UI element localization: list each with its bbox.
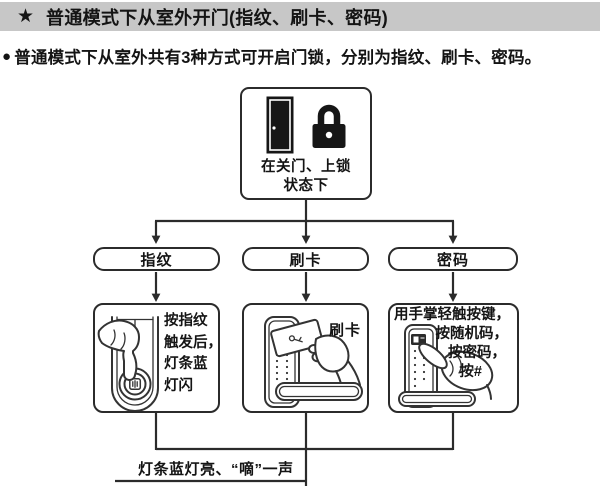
page-title: 普通模式下从室外开门(指纹、刷卡、密码): [46, 7, 389, 28]
branch-label-password: 密码: [388, 247, 518, 271]
caption-line: 灯条蓝: [164, 356, 208, 372]
result-text: 灯条蓝灯亮、“嘀”一声: [138, 461, 294, 478]
detail-node-password: 用手掌轻触按键， 按随机码， 按密码， 按#: [388, 303, 519, 413]
fingerprint-caption: 按指纹 触发后， 灯条蓝 灯闪: [164, 311, 222, 397]
caption-line: 按随机码，: [435, 326, 509, 342]
detail-node-fingerprint: 按指纹 触发后， 灯条蓝 灯闪: [93, 303, 222, 413]
section-title-bar: ★ 普通模式下从室外开门(指纹、刷卡、密码): [0, 2, 600, 31]
start-caption-line2: 状态下: [283, 178, 329, 194]
star-icon: ★: [17, 6, 35, 27]
intro-line: ● 普通模式下从室外共有3种方式可开启门锁，分别为指纹、刷卡、密码。: [2, 44, 598, 68]
detail-node-card: 刷卡: [242, 303, 369, 413]
caption-line: 按指纹: [164, 313, 208, 329]
keypad-touch-illustration: [398, 324, 494, 408]
padlock-icon: [312, 104, 346, 148]
door-icon: [266, 96, 294, 154]
card-swipe-illustration: [264, 316, 363, 408]
fingerprint-press-illustration: [97, 316, 159, 411]
card-caption: 刷卡: [329, 322, 362, 339]
start-caption-line1: 在关门、上锁: [261, 159, 351, 175]
intro-text: 普通模式下从室外共有3种方式可开启门锁，分别为指纹、刷卡、密码。: [14, 49, 542, 67]
caption-line: 按密码，: [448, 345, 506, 361]
password-caption: 用手掌轻触按键， 按随机码， 按密码， 按#: [393, 306, 517, 382]
start-caption: 在关门、上锁 状态下: [242, 158, 370, 196]
start-node: 在关门、上锁 状态下: [240, 87, 372, 200]
branch-label-card: 刷卡: [242, 247, 369, 271]
branch-label-fingerprint: 指纹: [93, 247, 220, 271]
caption-line: 触发后，: [164, 334, 222, 351]
bullet-icon: ●: [2, 47, 12, 65]
caption-line: 按#: [459, 364, 482, 380]
caption-line: 灯闪: [164, 377, 193, 394]
caption-line: 用手掌轻触按键，: [394, 307, 510, 323]
